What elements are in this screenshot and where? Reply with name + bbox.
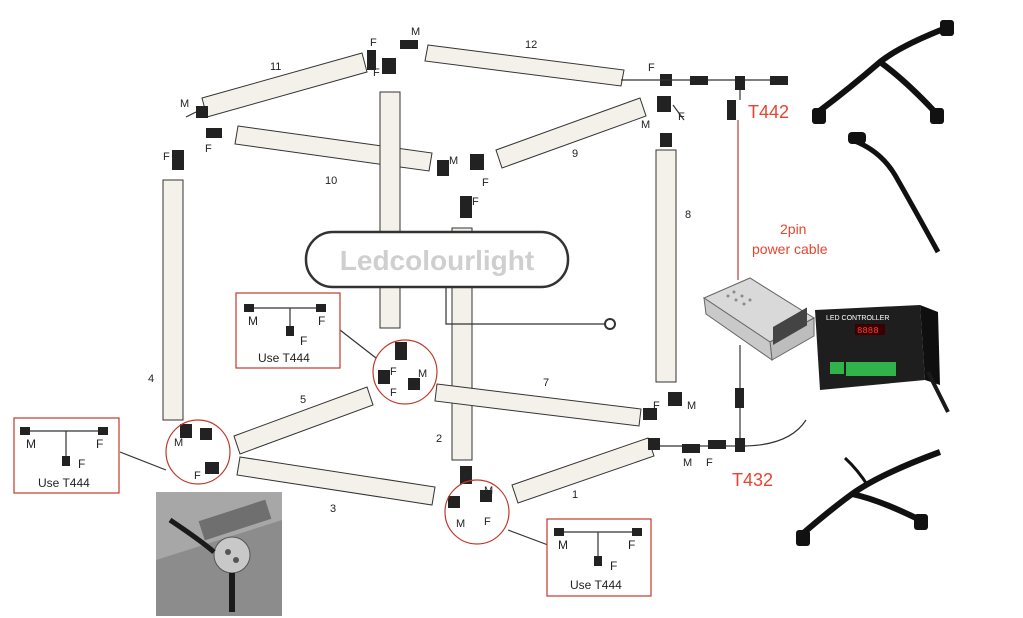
power-supply-unit [702,277,815,362]
tube-4: 4 [148,179,184,421]
label-f: F [472,196,479,208]
label-m: M [484,485,493,497]
label-m: M [683,457,692,469]
installation-photo [156,492,282,616]
t-splitter-top [812,20,954,124]
label-f: F [653,400,660,412]
label-f: F [163,151,170,163]
label-m: M [658,98,667,110]
tube-number: 9 [572,148,578,160]
tube-3: 3 [236,456,436,515]
watermark: Ledcolourlight [304,230,570,289]
tube-number: 4 [148,373,154,385]
label-m: M [411,26,420,38]
label-f: F [370,37,377,49]
tube-back-vertical [379,91,401,329]
label-f: F [318,314,325,328]
tube-number: 11 [270,61,281,73]
use-box-1: M F F Use T444 [235,292,341,369]
tube-number: 10 [325,175,337,187]
t-splitter-bottom [796,449,942,546]
label-f: F [78,457,85,471]
label-f: F [300,334,307,348]
label-m: M [418,368,427,380]
power-pigtail [848,132,941,254]
label-m: M [248,314,258,328]
label-f: F [205,143,212,155]
tube-number: 12 [525,39,537,51]
label-f: F [648,62,655,74]
use-box-caption: Use T444 [258,351,310,365]
t442-label: T442 [748,102,789,122]
use-box-caption: Use T444 [38,476,90,490]
wires [185,79,807,447]
t432-label: T432 [732,470,773,490]
power-cable-label-line2: power cable [752,241,828,257]
tube-5: 5 [233,386,374,455]
tube-number: 3 [330,503,336,515]
label-f: F [610,559,617,573]
label-f: F [96,437,103,451]
connector-labels: F M F M F F M F F F M F M F M M F M M F … [163,26,713,530]
label-m: M [26,437,36,451]
tube-11: 11 [201,52,368,118]
use-box-caption: Use T444 [570,578,622,592]
tube-number: 7 [543,377,549,389]
tube-number: 1 [572,489,578,501]
controller-display: 8888 [857,326,879,336]
tube-7: 7 [434,377,642,427]
label-f: F [628,538,635,552]
label-f: F [194,470,201,482]
tube-number: 5 [300,394,306,406]
label-f: F [390,366,397,378]
label-f: F [390,387,397,399]
use-box-2: M F F Use T444 [13,417,120,494]
label-m: M [558,538,568,552]
label-m: M [456,518,465,530]
controller-title: LED CONTROLLER [826,315,889,322]
label-m: M [180,98,189,110]
tube-8: 8 [655,149,691,383]
label-f: F [678,111,685,123]
watermark-text: Ledcolourlight [340,245,534,276]
label-m: M [687,400,696,412]
power-cable-label-line1: 2pin [780,221,806,237]
tube-12: 12 [424,39,625,87]
label-m: M [203,428,212,440]
label-f: F [706,457,713,469]
label-m: M [641,119,650,131]
label-f: F [484,516,491,528]
led-controller: LED CONTROLLER 8888 [815,305,950,413]
tube-10: 10 [234,125,433,187]
label-m: M [449,155,458,167]
label-f: F [373,67,380,79]
label-m: M [174,437,183,449]
junction-highlights [119,329,549,546]
tube-number: 8 [685,209,691,221]
tube-1: 1 [511,437,655,504]
tube-number: 2 [436,433,442,445]
tube-9: 9 [495,97,647,169]
use-box-3: M F F Use T444 [546,518,652,597]
label-f: F [482,177,489,189]
